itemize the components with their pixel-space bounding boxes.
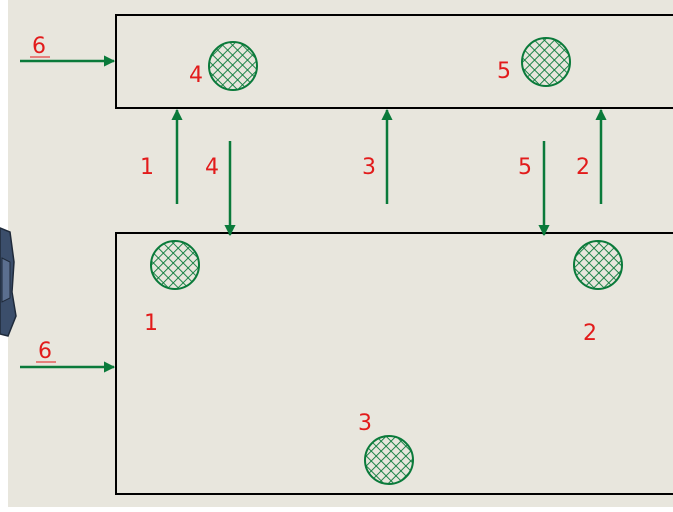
marker-3-label: 3 xyxy=(358,411,372,436)
connector-4: 4 xyxy=(205,141,236,237)
bottom-block-outline xyxy=(115,232,673,495)
top-block xyxy=(115,14,673,109)
marker-5-label: 5 xyxy=(497,59,511,84)
connector-2-label: 2 xyxy=(576,155,590,180)
marker-1: 1 xyxy=(144,240,200,336)
connector-1-label: 1 xyxy=(140,155,154,180)
connector-3: 3 xyxy=(362,108,393,204)
connector-5: 5 xyxy=(518,141,550,237)
marker-2-label: 2 xyxy=(583,321,597,346)
connector-1: 1 xyxy=(140,108,183,204)
crosshatched-circle-icon xyxy=(521,37,571,87)
crosshatched-circle-icon xyxy=(150,240,200,290)
crosshatched-circle-icon xyxy=(573,240,623,290)
marker-2: 2 xyxy=(573,240,623,346)
bottom-block xyxy=(115,232,673,495)
connector-5-label: 5 xyxy=(518,155,532,180)
connector-4-label: 4 xyxy=(205,155,219,180)
connector-3-label: 3 xyxy=(362,155,376,180)
top-block-outline xyxy=(115,14,673,109)
marker-1-label: 1 xyxy=(144,311,158,336)
marker-3: 3 xyxy=(358,411,414,485)
partial-object-icon xyxy=(0,227,17,337)
marker-4-label: 4 xyxy=(189,63,203,88)
marker-5: 5 xyxy=(497,37,571,87)
top-inlet-label: 6 xyxy=(32,34,46,59)
diagram-background xyxy=(8,0,673,507)
connector-2: 2 xyxy=(576,108,607,204)
marker-4: 4 xyxy=(189,41,258,91)
bottom-inlet-label: 6 xyxy=(38,339,52,364)
crosshatched-circle-icon xyxy=(208,41,258,91)
crosshatched-circle-icon xyxy=(364,435,414,485)
